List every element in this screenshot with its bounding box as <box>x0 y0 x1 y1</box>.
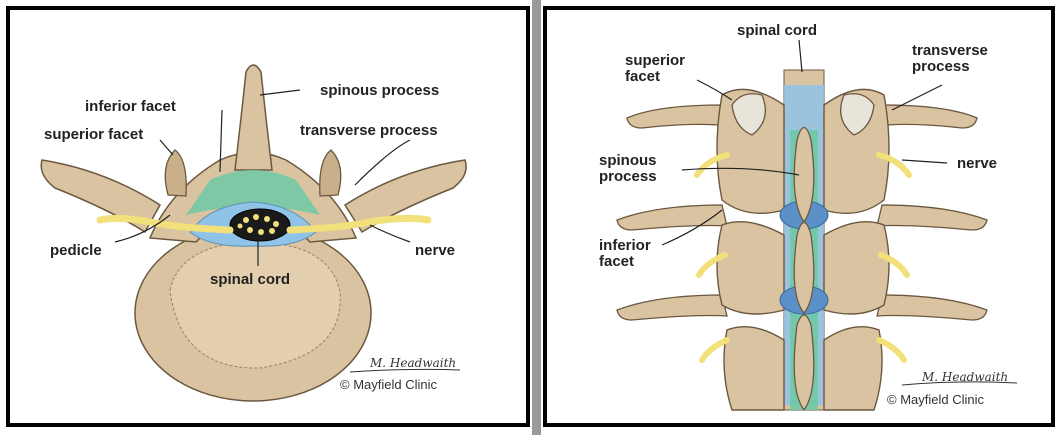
label-transverse-process: transverse process <box>300 123 438 138</box>
label-superior-facet: superior facet <box>44 127 143 142</box>
label-spinal-cord: spinal cord <box>737 23 817 38</box>
spinous-processes <box>794 128 814 411</box>
artist-signature: M. Headwaith <box>922 370 1008 384</box>
label-pedicle: pedicle <box>50 243 102 258</box>
label-inferior-facet: inferior facet <box>85 99 176 114</box>
panel-divider <box>532 0 541 435</box>
posterior-view-panel: spinal cord superior facet transverse pr… <box>543 6 1055 427</box>
posterior-spine-illustration <box>547 10 1051 423</box>
label-transverse-process-line2: process <box>912 59 970 74</box>
copyright-credit: © Mayfield Clinic <box>340 377 437 392</box>
right-superior-facet-shape <box>320 150 341 196</box>
label-inferior-facet-line2: facet <box>599 254 634 269</box>
label-spinous-process-line2: process <box>599 169 657 184</box>
label-nerve: nerve <box>415 243 455 258</box>
label-inferior-facet-line1: inferior <box>599 238 651 253</box>
label-spinous-process: spinous process <box>320 83 439 98</box>
label-transverse-process-line1: transverse <box>912 43 988 58</box>
label-spinal-cord: spinal cord <box>210 272 290 287</box>
axial-view-panel: spinous process inferior facet superior … <box>6 6 530 427</box>
left-superior-facet-shape <box>165 150 186 196</box>
label-nerve: nerve <box>957 156 997 171</box>
copyright-credit: © Mayfield Clinic <box>887 392 984 407</box>
label-superior-facet-line1: superior <box>625 53 685 68</box>
spinous-process-shape <box>235 65 272 170</box>
label-spinous-process-line1: spinous <box>599 153 657 168</box>
artist-signature: M. Headwaith <box>370 356 456 370</box>
label-superior-facet-line2: facet <box>625 69 660 84</box>
